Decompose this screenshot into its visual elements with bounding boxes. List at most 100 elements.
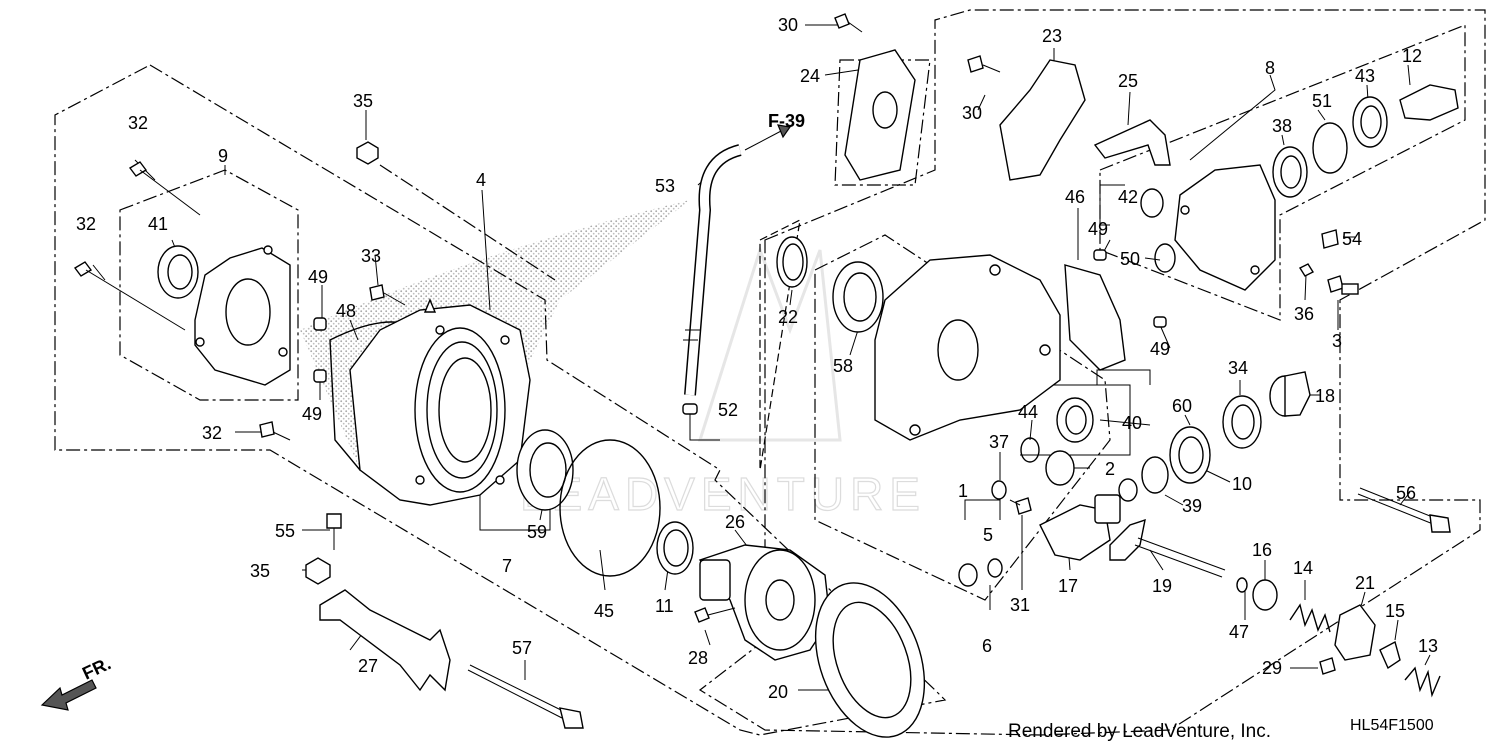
part-label-28[interactable]: 28 [688,648,708,668]
switch-3 [1327,275,1359,295]
part-label-23[interactable]: 23 [1042,26,1062,46]
bolt-29 [1319,657,1336,675]
shim-11 [656,521,694,575]
part-label-26[interactable]: 26 [725,512,745,532]
part-label-58[interactable]: 58 [833,356,853,376]
washer-36 [1298,263,1315,277]
part-label-3[interactable]: 3 [1332,331,1342,351]
part-label-35-bottom[interactable]: 35 [250,561,270,581]
collar-1 [958,563,978,587]
part-label-60[interactable]: 60 [1172,396,1192,416]
cap-18 [1269,371,1311,417]
part-label-40[interactable]: 40 [1122,413,1142,433]
breather-hose-53 [683,144,742,396]
o-ring-5 [987,558,1003,578]
part-label-39[interactable]: 39 [1182,496,1202,516]
washer-37 [991,480,1007,500]
part-label-25[interactable]: 25 [1118,71,1138,91]
washer-47 [1236,577,1248,593]
part-label-27[interactable]: 27 [358,656,378,676]
part-label-12[interactable]: 12 [1402,46,1422,66]
part-label-49-b[interactable]: 49 [302,404,322,424]
bolt-56 [1357,487,1451,533]
part-label-19[interactable]: 19 [1152,576,1172,596]
part-label-33[interactable]: 33 [361,246,381,266]
cam-16 [1252,579,1278,611]
part-label-7[interactable]: 7 [502,556,512,576]
part-label-55[interactable]: 55 [275,521,295,541]
shift-arm-19 [1109,518,1226,578]
part-label-49-d[interactable]: 49 [1150,339,1170,359]
part-label-14[interactable]: 14 [1293,558,1313,578]
part-label-20[interactable]: 20 [768,682,788,702]
part-label-32-bottom[interactable]: 32 [202,423,222,443]
part-label-44[interactable]: 44 [1018,402,1038,422]
part-label-15[interactable]: 15 [1385,601,1405,621]
part-label-1[interactable]: 1 [958,481,968,501]
part-label-35-top[interactable]: 35 [353,91,373,111]
part-label-42[interactable]: 42 [1118,187,1138,207]
bolt-57 [467,664,584,729]
part-label-8[interactable]: 8 [1265,58,1275,78]
part-label-54[interactable]: 54 [1342,229,1362,249]
spring-14 [1289,603,1331,633]
front-arrow [40,679,97,711]
group-outlines [54,9,1486,736]
part-label-31[interactable]: 31 [1010,595,1030,615]
part-label-9[interactable]: 9 [218,146,228,166]
sensor-cover-24 [844,49,916,181]
ring-44 [1020,437,1040,463]
seal-43 [1352,96,1388,148]
part-label-48[interactable]: 48 [336,301,356,321]
part-label-49-c[interactable]: 49 [1088,219,1108,239]
part-label-29[interactable]: 29 [1262,658,1282,678]
part-label-10[interactable]: 10 [1232,474,1252,494]
part-label-37[interactable]: 37 [989,432,1009,452]
part-label-41[interactable]: 41 [148,214,168,234]
part-label-4[interactable]: 4 [476,170,486,190]
part-label-6[interactable]: 6 [982,636,992,656]
part-label-30-right[interactable]: 30 [962,103,982,123]
part-label-49-a[interactable]: 49 [308,267,328,287]
circlip-50 [1154,243,1176,273]
diagram-code: HL54F1500 [1350,717,1434,734]
part-label-45[interactable]: 45 [594,601,614,621]
seal-40 [1056,397,1094,443]
part-label-2[interactable]: 2 [1105,459,1115,479]
part-label-47[interactable]: 47 [1229,622,1249,642]
part-label-50[interactable]: 50 [1120,249,1140,269]
part-label-13[interactable]: 13 [1418,636,1438,656]
part-label-17[interactable]: 17 [1058,576,1078,596]
gear-case-4 [874,254,1061,441]
part-label-11[interactable]: 11 [655,596,674,616]
part-label-52[interactable]: 52 [718,400,738,420]
part-label-46[interactable]: 46 [1065,187,1085,207]
part-label-22[interactable]: 22 [778,307,798,327]
part-label-5[interactable]: 5 [983,525,993,545]
part-label-57[interactable]: 57 [512,638,532,658]
part-label-34[interactable]: 34 [1228,358,1248,378]
ring-gear-20 [814,582,926,738]
f39-callout[interactable]: F-39 [768,111,805,131]
part-label-32-mid[interactable]: 32 [76,214,96,234]
part-label-56[interactable]: 56 [1396,483,1416,503]
shaft-12 [1399,84,1459,121]
part-label-16[interactable]: 16 [1252,540,1272,560]
stopper-15 [1379,640,1401,670]
part-label-32-top[interactable]: 32 [128,113,148,133]
part-label-53[interactable]: 53 [655,176,675,196]
bracket-lines [479,184,1151,531]
bearing-60 [1169,426,1211,484]
part-label-21[interactable]: 21 [1355,573,1375,593]
part-label-36[interactable]: 36 [1294,304,1314,324]
part-label-43[interactable]: 43 [1355,66,1375,86]
part-label-38[interactable]: 38 [1272,116,1292,136]
part-label-30-top[interactable]: 30 [778,15,798,35]
part-label-51[interactable]: 51 [1312,91,1332,111]
part-label-24[interactable]: 24 [800,66,820,86]
bolt-55 [326,513,342,550]
part-label-18[interactable]: 18 [1315,386,1335,406]
pins-49 [313,249,1167,383]
part-label-59[interactable]: 59 [527,522,547,542]
